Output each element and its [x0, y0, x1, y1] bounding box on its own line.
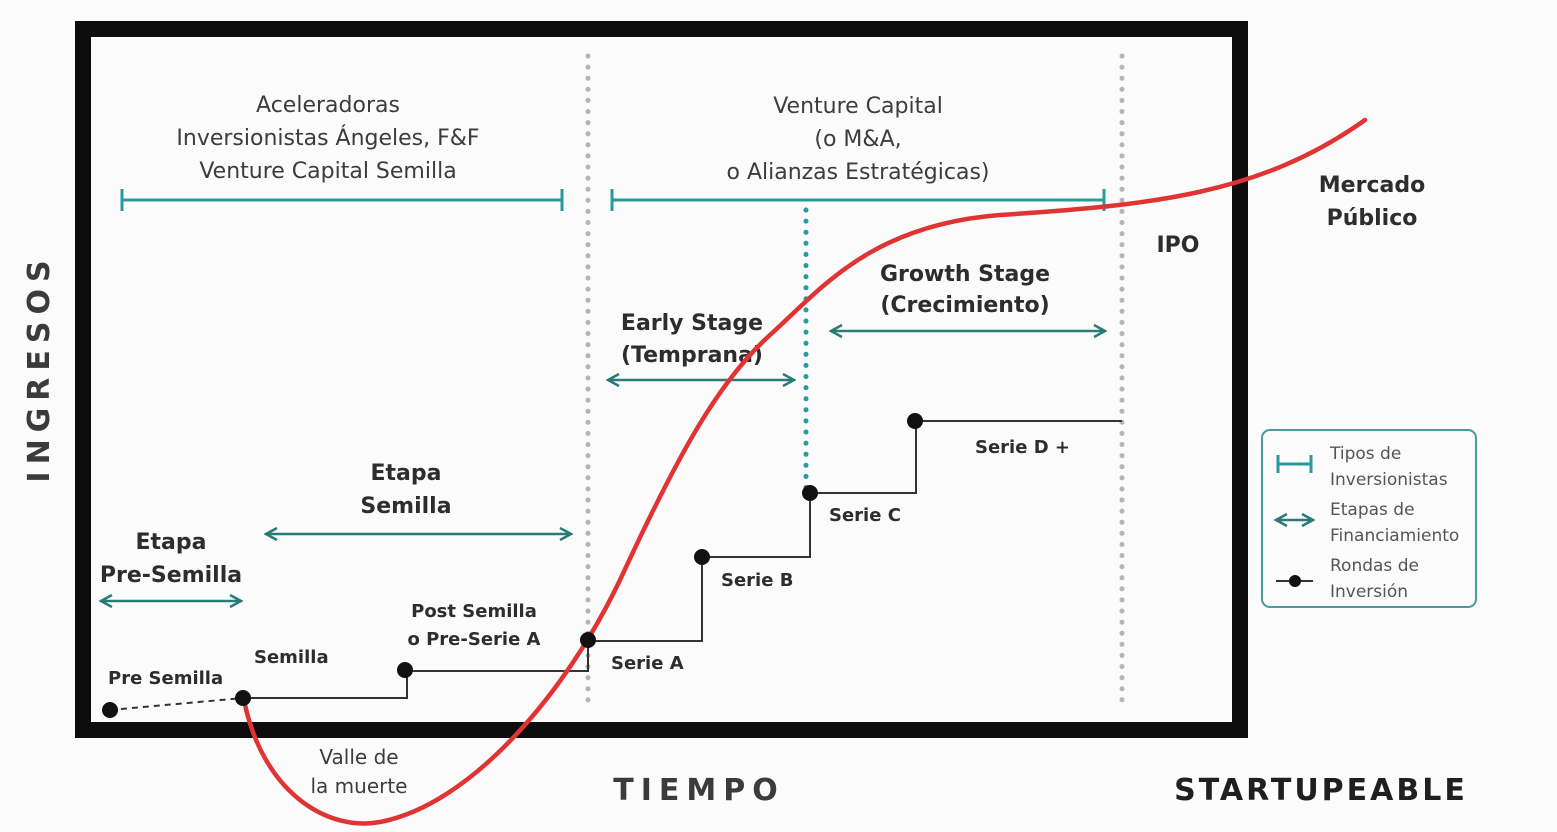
- y-axis-label: INGRESOS: [22, 253, 57, 482]
- legend-funding-stages-line1: Etapas de: [1330, 500, 1415, 520]
- legend-box: [1261, 429, 1477, 608]
- legend-investor-types-line1: Tipos de: [1329, 444, 1401, 464]
- preseed-stage-line1: Etapa: [136, 530, 207, 555]
- market-label-line1: Mercado: [1319, 173, 1425, 198]
- legend-investment-rounds-line2: Inversión: [1330, 582, 1408, 602]
- round-label-post-seed-line1: Post Semilla: [411, 601, 537, 622]
- valley-label-line1: Valle de: [319, 745, 398, 769]
- seed-stage-line2: Semilla: [360, 494, 451, 519]
- investors-left-text: Aceleradoras Inversionistas Ángeles, F&F…: [176, 93, 479, 184]
- investor-bracket-left: [120, 189, 564, 211]
- round-dot-seed: [235, 690, 251, 706]
- preseed-stage-line2: Pre-Semilla: [100, 563, 242, 588]
- round-label-seed: Semilla: [254, 647, 329, 668]
- growth-stage-line2: (Crecimiento): [880, 293, 1049, 318]
- round-dot-series-a: [580, 632, 596, 648]
- round-label-series-a: Serie A: [611, 653, 684, 674]
- round-dots: [102, 413, 923, 718]
- round-dot-series-b: [694, 549, 710, 565]
- seed-stage-line1: Etapa: [371, 461, 442, 486]
- round-dot-pre-seed: [102, 702, 118, 718]
- brand-logo-text: STARTUPEABLE: [1174, 773, 1468, 808]
- x-axis-label: TIEMPO: [613, 773, 784, 808]
- ipo-label: IPO: [1156, 233, 1199, 258]
- round-dot-series-d: [907, 413, 923, 429]
- investor-left-line2: Inversionistas Ángeles, F&F: [176, 125, 479, 151]
- investor-right-line3: o Alianzas Estratégicas): [726, 160, 989, 185]
- valley-label-line2: la muerte: [310, 774, 407, 798]
- legend-round-dot-icon: [1276, 575, 1313, 587]
- legend-bracket-icon: [1276, 455, 1313, 473]
- round-label-series-b: Serie B: [721, 570, 793, 591]
- round-label-series-c: Serie C: [829, 505, 901, 526]
- round-dot-post-seed: [397, 662, 413, 678]
- round-label-pre-seed: Pre Semilla: [108, 668, 223, 689]
- stage-labels: Etapa Pre-Semilla Etapa Semilla Early St…: [100, 262, 1050, 588]
- early-stage-line1: Early Stage: [621, 311, 763, 336]
- growth-stage-line1: Growth Stage: [880, 262, 1050, 287]
- legend-investor-types-line2: Inversionistas: [1330, 470, 1448, 490]
- market-label-line2: Público: [1327, 206, 1418, 231]
- investors-right-text: Venture Capital (o M&A, o Alianzas Estra…: [726, 94, 989, 185]
- early-stage-line2: (Temprana): [621, 343, 763, 368]
- legend-funding-stages-line2: Financiamiento: [1330, 526, 1459, 546]
- investor-left-line1: Aceleradoras: [256, 93, 400, 118]
- investor-right-line2: (o M&A,: [814, 127, 901, 152]
- legend: Tipos de Inversionistas Etapas de Financ…: [1261, 429, 1477, 608]
- revenue-curve: [241, 117, 1368, 826]
- investor-left-line3: Venture Capital Semilla: [199, 159, 456, 184]
- round-dot-series-c: [802, 485, 818, 501]
- investor-right-line1: Venture Capital: [773, 94, 943, 119]
- legend-investment-rounds-line1: Rondas de: [1330, 556, 1419, 576]
- pre-seed-dashed-link: [109, 697, 244, 711]
- round-label-series-d: Serie D +: [975, 437, 1070, 458]
- round-label-post-seed-line2: o Pre-Serie A: [407, 629, 540, 650]
